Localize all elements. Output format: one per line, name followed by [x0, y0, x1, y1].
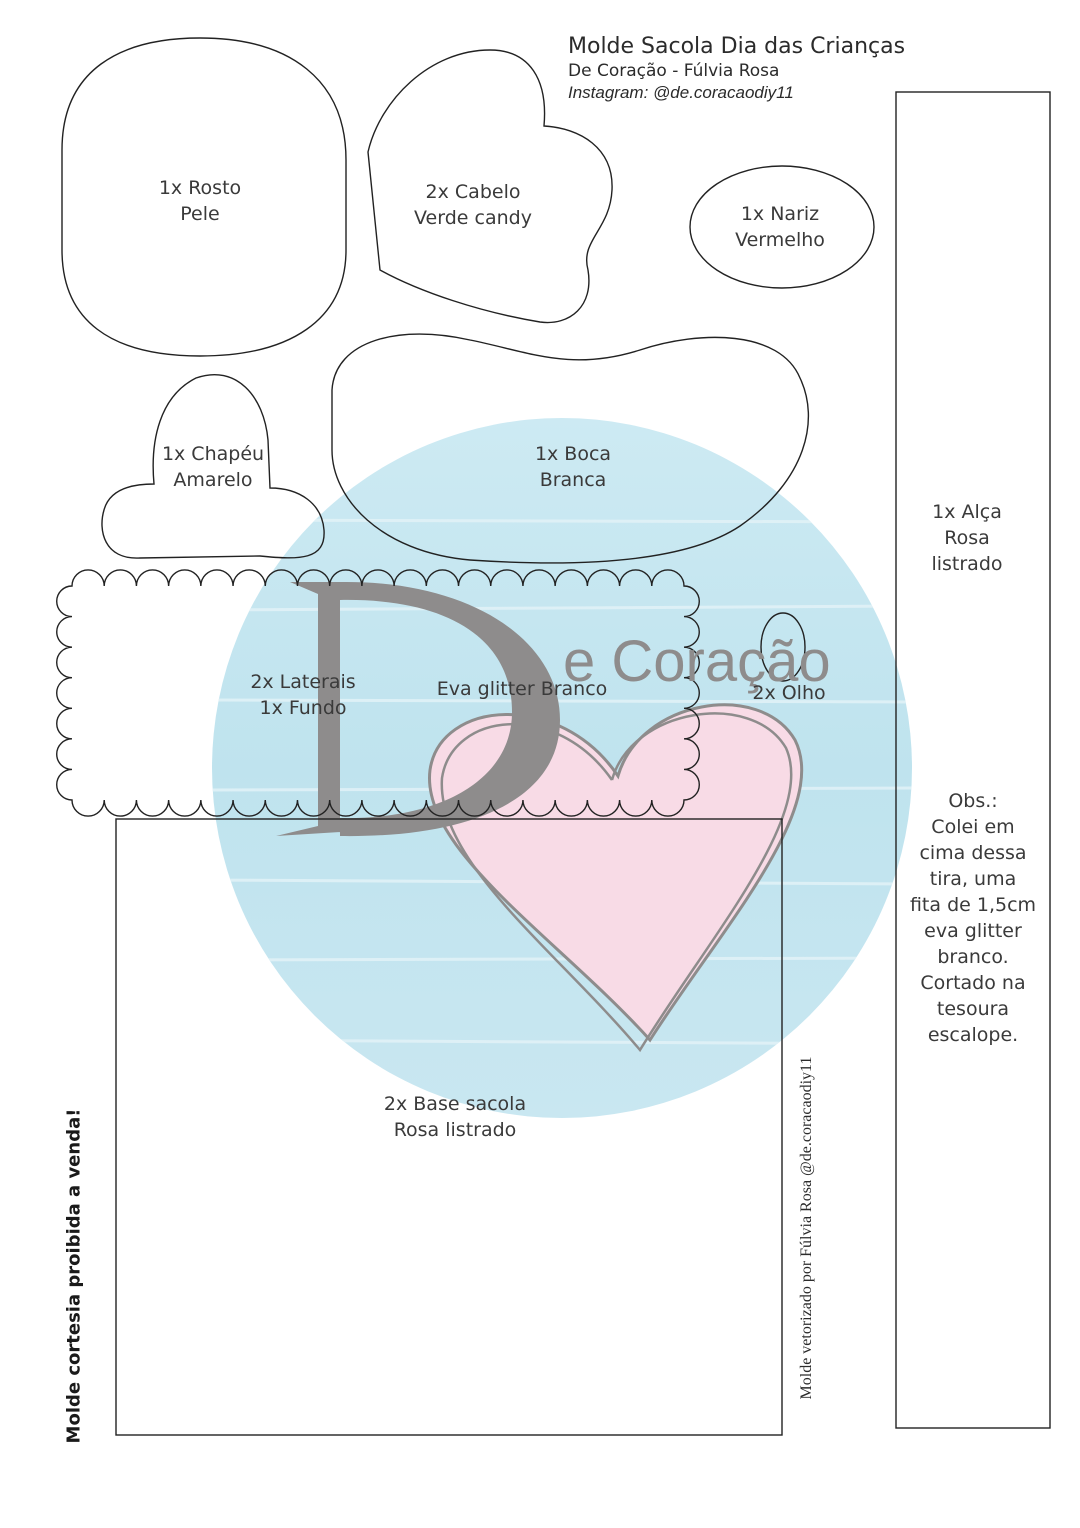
laterais-scallop: [56, 569, 700, 817]
header: Molde Sacola Dia das Crianças De Coração…: [568, 34, 905, 103]
page-title: Molde Sacola Dia das Crianças: [568, 34, 906, 59]
nariz-shape: [689, 165, 875, 289]
watermark-heart-sketch: [440, 712, 793, 1053]
watermark-d-letter: [276, 581, 560, 837]
alca-rect: [895, 91, 1051, 1429]
chapeu-shape: [101, 373, 325, 559]
cabelo-shape: [367, 49, 613, 324]
pattern-outlines: [56, 37, 1051, 1436]
side-note-left: Molde cortesia proibida a venda!: [63, 1108, 85, 1444]
label-olho: 2x Olho: [752, 682, 826, 704]
laterais-shape: [56, 569, 700, 817]
label-glitter: Eva glitter Branco: [436, 678, 608, 700]
watermark-text: e Coração: [563, 629, 831, 694]
instagram-handle: Instagram: @de.coracaodiy11: [568, 83, 794, 102]
olho-shape: [760, 612, 806, 682]
base-rect: [115, 818, 783, 1436]
author-line: De Coração - Fúlvia Rosa: [568, 61, 780, 81]
boca-shape: [331, 333, 810, 564]
watermark-logo: [212, 418, 912, 1118]
rosto-shape: [61, 37, 347, 357]
side-note-right: Molde vetorizado por Fúlvia Rosa @de.cor…: [798, 1056, 815, 1400]
watermark-letter: D: [0, 0, 1, 1]
